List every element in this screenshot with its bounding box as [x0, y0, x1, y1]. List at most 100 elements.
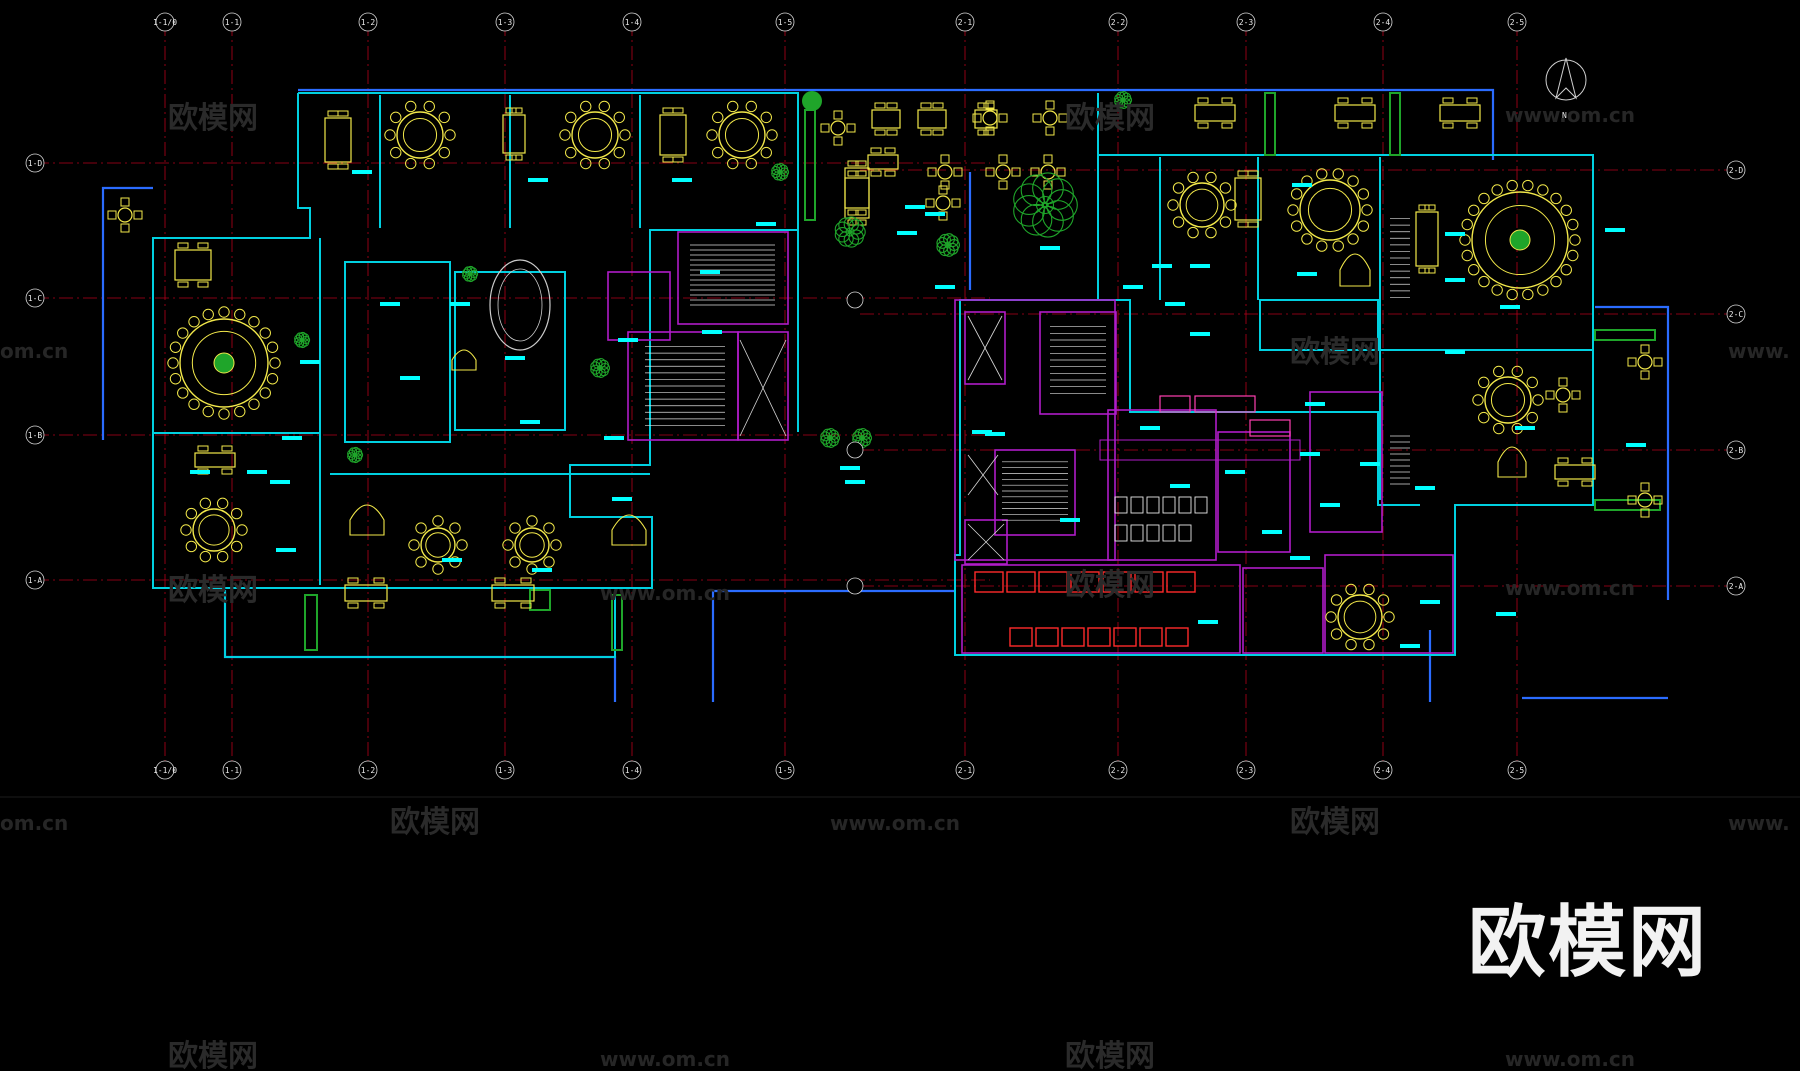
- elevator-core: [964, 519, 1008, 565]
- grid-bubble: [1236, 760, 1256, 780]
- wall: [607, 271, 671, 341]
- grid-bubble-label: 1-1: [225, 18, 240, 27]
- watermark-url: www.: [1728, 339, 1790, 363]
- room-tag: [247, 470, 267, 474]
- four-top-table: [107, 197, 143, 233]
- round-table: [408, 515, 468, 575]
- grid-bubble: [25, 153, 45, 173]
- washroom-fixture: [1194, 496, 1208, 514]
- grid-bubble: [1236, 12, 1256, 32]
- grid-bubble-label: 2-1: [958, 18, 973, 27]
- kitchen-equipment: [1113, 627, 1137, 647]
- wall: [344, 261, 451, 443]
- banquet-table: [1459, 179, 1581, 301]
- grid-bubble: [775, 760, 795, 780]
- room-tag: [1198, 620, 1218, 624]
- grid-bubble: [222, 12, 242, 32]
- four-top-table: [1030, 154, 1066, 190]
- wall: [224, 590, 616, 658]
- watermark-url: om.cn: [0, 339, 68, 363]
- water-feature: [489, 259, 551, 351]
- stair-treads: [690, 244, 775, 306]
- kitchen-equipment: [1035, 627, 1059, 647]
- tree-icon: [462, 265, 479, 283]
- kitchen-equipment: [974, 571, 1004, 593]
- grid-bubble: [1507, 12, 1527, 32]
- dining-table: [1194, 97, 1236, 129]
- watermark-brand: 欧模网: [1290, 335, 1380, 370]
- private-dining-room: [1324, 554, 1454, 654]
- grid-bubble-label: 2-2: [1111, 18, 1126, 27]
- kitchen-equipment: [1134, 571, 1164, 593]
- dining-table: [844, 160, 870, 216]
- room-tag: [1262, 530, 1282, 534]
- room-tag: [1297, 272, 1317, 276]
- room-tag: [520, 420, 540, 424]
- planter: [1594, 329, 1656, 341]
- room-tag: [1605, 228, 1625, 232]
- round-table: [1472, 365, 1544, 435]
- room-tag: [1305, 402, 1325, 406]
- grid-bubble: [25, 570, 45, 590]
- room-tag: [702, 330, 722, 334]
- grid-bubble-label: 2-B: [1729, 446, 1744, 455]
- dining-table: [194, 445, 236, 475]
- planter: [304, 594, 318, 651]
- grid-bubble-label: 1-C: [28, 294, 43, 303]
- grid-bubble-label: 1-3: [498, 18, 513, 27]
- room-tag: [270, 480, 290, 484]
- dining-table: [871, 102, 901, 136]
- room-tag: [400, 376, 420, 380]
- round-table: [706, 100, 778, 170]
- grid-bubble-label: 1-3: [498, 766, 513, 775]
- room-tag: [300, 360, 320, 364]
- tree-icon: [590, 358, 611, 378]
- lounge-chair: [451, 349, 477, 371]
- tree-icon: [820, 428, 841, 448]
- counter: [1159, 395, 1191, 413]
- dining-table: [1439, 97, 1481, 129]
- room-tag: [612, 497, 632, 501]
- room-tag: [1500, 305, 1520, 309]
- washroom-fixture: [1162, 524, 1176, 542]
- washroom-fixture: [1178, 496, 1192, 514]
- grid-bubble-label: 2-A: [1729, 582, 1744, 591]
- grid-bubble-label: 1-2: [361, 18, 376, 27]
- grid-bubble: [1108, 760, 1128, 780]
- washroom-fixture: [1130, 496, 1144, 514]
- tree-icon: [347, 446, 364, 464]
- room-tag: [1140, 426, 1160, 430]
- room-tag: [1040, 246, 1060, 250]
- counter: [1194, 395, 1256, 413]
- building-outline: [101, 88, 1670, 702]
- room-tag: [840, 466, 860, 470]
- washroom-fixture: [1178, 524, 1192, 542]
- water-feature: [497, 268, 543, 342]
- round-table: [180, 497, 248, 563]
- watermark-url: www.om.cn: [600, 1047, 730, 1071]
- washroom-fixture: [1146, 524, 1160, 542]
- watermark-url: www.om.cn: [1505, 1047, 1635, 1071]
- grid-bubble: [1108, 12, 1128, 32]
- watermark-url: www.om.cn: [830, 811, 960, 835]
- room-tag: [276, 548, 296, 552]
- tree-icon: [936, 233, 960, 257]
- tree-icon: [802, 91, 822, 111]
- tree-icon: [294, 331, 311, 349]
- tree-icon: [1013, 172, 1078, 238]
- room-tag: [700, 270, 720, 274]
- room-tag: [845, 480, 865, 484]
- grid-bubble: [495, 12, 515, 32]
- stair-core: [994, 449, 1076, 536]
- room-tag: [1360, 462, 1380, 466]
- grid-bubble-label: 2-3: [1239, 18, 1254, 27]
- room-tag: [1400, 644, 1420, 648]
- room-tag: [1420, 600, 1440, 604]
- stair-treads: [1390, 435, 1410, 485]
- dining-table: [1415, 204, 1439, 274]
- room-tag: [1292, 183, 1312, 187]
- watermark-url: www.om.cn: [600, 581, 730, 605]
- kitchen-equipment: [1165, 627, 1189, 647]
- rooms-layer: [152, 92, 1661, 658]
- room-tag: [450, 302, 470, 306]
